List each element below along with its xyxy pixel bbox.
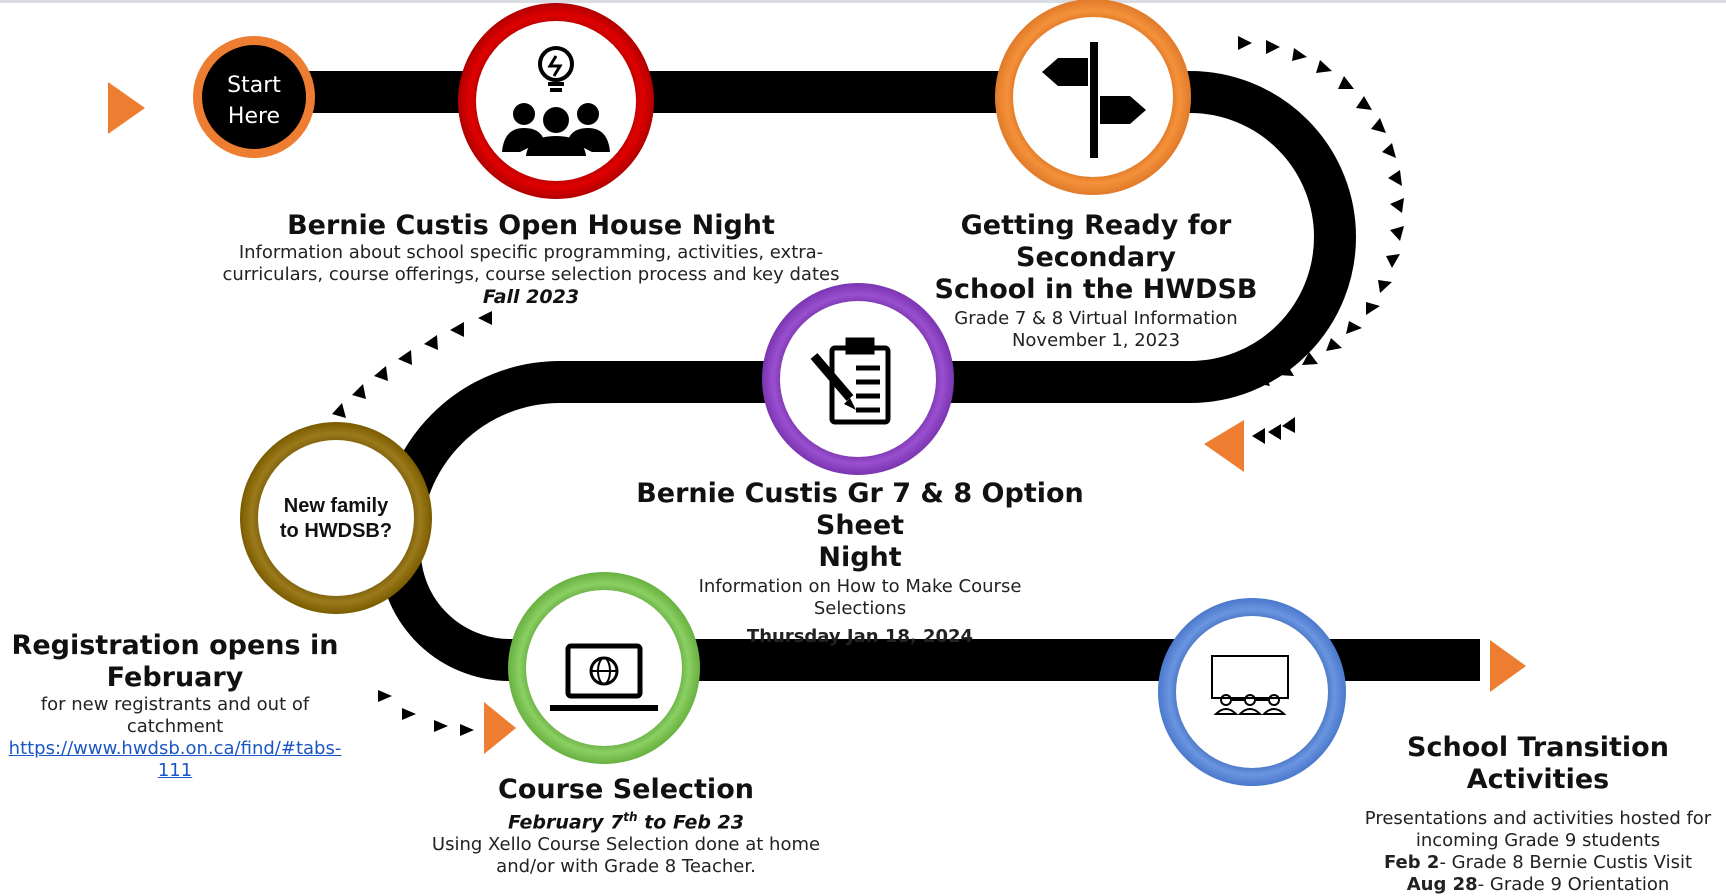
signpost-icon [1042,42,1146,158]
end-arrow-icon [1490,640,1526,692]
start-node[interactable] [193,36,315,158]
course-selection-desc-2: and/or with Grade 8 Teacher. [496,856,756,878]
left-loop-trail [332,311,492,418]
start-line-1: Start [227,73,281,98]
top-border [0,0,1726,3]
registration-label: Registration opens in February for new r… [0,630,350,782]
transition-item-2-rest: - Grade 9 Orientation [1477,874,1670,895]
lightbulb-people-icon [502,46,610,156]
transition-desc-2: incoming Grade 9 students [1415,830,1661,851]
registration-link-1[interactable]: https://www.hwdsb.on.ca/find/#tabs- [8,738,342,759]
course-arrow-icon [484,702,516,754]
transition-node[interactable] [1158,598,1346,786]
course-selection-date: February 7th to Feb 23 [416,806,836,834]
transition-desc-1: Presentations and activities hosted for [1364,808,1712,829]
option-sheet-label: Bernie Custis Gr 7 & 8 Option Sheet Nigh… [600,478,1120,648]
registration-link-2[interactable]: 111 [157,760,193,781]
transition-label: School Transition Activities Presentatio… [1350,732,1726,896]
classroom-presentation-icon [1211,655,1289,715]
registration-title-1: Registration opens in [11,630,339,661]
open-house-date: Fall 2023 [482,286,580,308]
start-arrow-icon [108,82,145,134]
getting-ready-desc-2: November 1, 2023 [1011,330,1181,351]
clipboard-pen-icon [810,337,891,425]
right-loop-trail [1238,36,1404,444]
laptop-globe-icon [550,643,658,711]
transition-item-1-bold: Feb 2 [1383,852,1440,873]
open-house-node[interactable] [458,3,654,199]
registration-desc-2: catchment [126,716,224,737]
new-family-line-1: New family [283,495,389,517]
course-selection-label: Course Selection February 7th to Feb 23 … [416,774,836,878]
transition-item-2-bold: Aug 28 [1406,874,1478,895]
option-sheet-title-2: Night [818,542,902,573]
open-house-desc-2: curriculars, course offerings, course se… [222,264,840,285]
course-selection-title: Course Selection [498,774,754,805]
open-house-title: Bernie Custis Open House Night [287,210,775,241]
registration-desc-1: for new registrants and out of [40,694,310,715]
transition-item-1-rest: - Grade 8 Bernie Custis Visit [1439,852,1693,873]
option-sheet-node[interactable] [762,283,954,475]
getting-ready-node[interactable] [995,0,1191,195]
transition-item-2: Aug 28- Grade 9 Orientation [1350,874,1726,896]
option-sheet-desc-1: Information on How to Make Course [698,576,1022,597]
roadmap-diagram [0,0,1726,786]
getting-ready-label: Getting Ready for Secondary School in th… [876,210,1316,352]
start-label[interactable]: Start Here [204,70,304,132]
option-sheet-title-1: Bernie Custis Gr 7 & 8 Option Sheet [636,478,1084,541]
open-house-label: Bernie Custis Open House Night Informati… [196,210,866,309]
new-family-line-2: to HWDSB? [279,520,393,542]
course-selection-desc-1: Using Xello Course Selection done at hom… [431,834,821,856]
getting-ready-title-1: Getting Ready for Secondary [960,210,1232,273]
new-family-label[interactable]: New family to HWDSB? [266,494,406,544]
option-sheet-desc-2: Selections [813,598,907,619]
option-sheet-date: Thursday Jan 18, 2024 [746,626,974,647]
getting-ready-title-2: School in the HWDSB [934,274,1258,305]
course-selection-date-b: to Feb 23 [637,811,744,834]
course-selection-node[interactable] [508,572,700,764]
return-arrow-icon [1204,420,1244,472]
course-selection-date-a: February 7 [507,811,624,834]
transition-title: School Transition Activities [1407,732,1669,795]
start-line-2: Here [227,104,281,129]
registration-title-2: February [106,662,244,693]
road-path [230,71,1480,682]
bottom-left-trail [378,690,474,736]
course-selection-date-sup: th [623,810,638,824]
new-family-node[interactable] [240,422,432,614]
open-house-desc-1: Information about school specific progra… [238,242,824,263]
transition-item-1: Feb 2- Grade 8 Bernie Custis Visit [1350,852,1726,874]
getting-ready-desc-1: Grade 7 & 8 Virtual Information [954,308,1238,329]
